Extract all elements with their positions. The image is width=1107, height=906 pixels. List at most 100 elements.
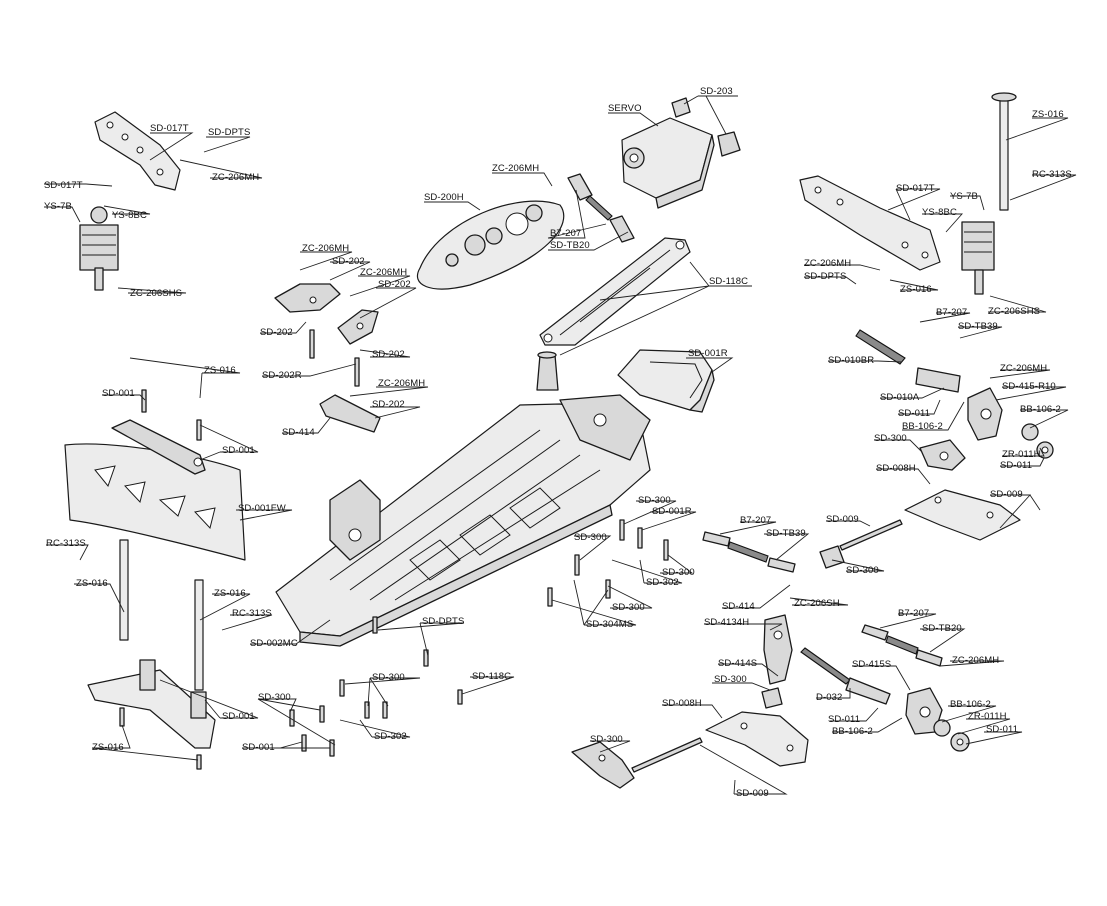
label-sd009: SD-009 (826, 514, 859, 525)
leader-lines (44, 95, 1077, 795)
label-zs016: ZS-016 (204, 365, 236, 376)
label-sd008h: SD-008H (876, 463, 916, 474)
label-sd300: SD-300 (612, 602, 645, 613)
label-sd001: SD-001 (222, 711, 255, 722)
label-sdtb20: SD-TB20 (550, 240, 590, 251)
label-zr011h: ZR-011H (1002, 449, 1041, 460)
label-sd202: SD-202 (260, 327, 293, 338)
label-zs016: ZS-016 (92, 742, 124, 753)
label-zs016: ZS-016 (1032, 109, 1064, 120)
label-zc206mh: ZC-206MH (492, 163, 539, 174)
front-hinge-block (571, 741, 635, 789)
lower-plate (87, 659, 216, 749)
label-sd300: SD-300 (874, 433, 907, 444)
label-sd415s: SD-415S (852, 659, 891, 670)
label-sd017t: SD-017T (150, 123, 189, 134)
label-sd300: SD-300 (714, 674, 747, 685)
servo (621, 117, 715, 209)
label-ys8bc: YS-8BC (112, 210, 147, 221)
label-zs016: ZS-016 (900, 284, 932, 295)
label-sd001r: SD-001R (688, 348, 728, 359)
label-zc206mh: ZC-206MH (378, 378, 425, 389)
front-knuckle (763, 614, 793, 685)
label-sd010br: SD-010BR (828, 355, 874, 366)
label-sd414: SD-414 (282, 427, 315, 438)
label-rc313s: RC-313S (1032, 169, 1072, 180)
rear-hinge-pin (839, 519, 903, 551)
label-bb1062: BB-106-2 (832, 726, 873, 737)
rear-shock-tower (799, 175, 941, 271)
front-lower-arm (705, 711, 809, 767)
front-hinge-pin (631, 737, 703, 773)
label-ys8bc: YS-8BC (922, 207, 957, 218)
rear-right-post (991, 92, 1017, 211)
label-b7207: B7-207 (740, 515, 771, 526)
label-sd4134h: SD-4134H (704, 617, 749, 628)
labels: SERVO SD-203 ZC-206MH SD-200H B7-207 SD-… (44, 86, 1072, 799)
label-sd001fw: SD-001FW (238, 503, 286, 514)
label-zc206shs: ZC-206SHS (130, 288, 182, 299)
label-zc206mh: ZC-206MH (1000, 363, 1047, 374)
label-rc313s: RC-313S (46, 538, 86, 549)
label-b7207: B7-207 (898, 608, 929, 619)
label-sd001: SD-001 (222, 445, 255, 456)
label-sd011: SD-011 (898, 408, 930, 419)
label-sd300: SD-300 (372, 672, 405, 683)
label-zs016: ZS-016 (76, 578, 108, 589)
label-sd202: SD-202 (372, 399, 405, 410)
rear-hinge-block-small (819, 545, 845, 569)
label-sd017t: SD-017T (896, 183, 935, 194)
label-sdtb39: SD-TB39 (766, 528, 806, 539)
label-zc206mh: ZC-206MH (804, 258, 851, 269)
label-zc206mh: ZC-206MH (302, 243, 349, 254)
label-sd008h: SD-008H (662, 698, 702, 709)
label-servo: SERVO (608, 103, 642, 114)
label-zc206mh: ZC-206MH (952, 655, 999, 666)
bellcrank-assembly (274, 283, 381, 433)
front-hinge-block-small (761, 687, 783, 709)
label-bb1062: BB-106-2 (902, 421, 943, 432)
label-sddpts: SD-DPTS (804, 271, 846, 282)
label-sd001: SD-001 (242, 742, 275, 753)
servo-saver-sd200h (416, 200, 565, 290)
label-zc206shs: ZC-206SHS (988, 306, 1040, 317)
rear-lower-arm (904, 489, 1021, 541)
label-sd300: SD-300 (638, 495, 671, 506)
label-bb1062: BB-106-2 (950, 699, 991, 710)
front-drive-axle (800, 647, 891, 705)
left-posts (119, 539, 204, 691)
label-bb1062: BB-106-2 (1020, 404, 1061, 415)
rear-support-sd001r (617, 349, 715, 413)
label-sd009: SD-009 (736, 788, 769, 799)
turnbuckle-top (567, 173, 635, 243)
label-sd300: SD-300 (590, 734, 623, 745)
label-b7207: B7-207 (550, 228, 581, 239)
label-ys7b: YS-7B (950, 191, 978, 202)
label-sd415r10: SD-415-R10 (1002, 381, 1056, 392)
label-sd414: SD-414 (722, 601, 755, 612)
label-sd304ms: SD-304MS (586, 619, 633, 630)
label-rc313s: RC-313S (232, 608, 272, 619)
label-sd302: SD-302 (646, 577, 679, 588)
label-sd202: SD-202 (332, 256, 365, 267)
label-sd118c: SD-118C (709, 276, 748, 287)
label-sd002mc: SD-002MC (250, 638, 298, 649)
label-zs016: ZS-016 (214, 588, 246, 599)
label-sd203: SD-203 (700, 86, 733, 97)
turnbuckle-middle (702, 531, 796, 573)
label-sd001: SD-001 (102, 388, 135, 399)
label-sd001r: SD-001R (652, 506, 692, 517)
label-sd300: SD-300 (574, 532, 607, 543)
front-bumper-sd001fw (64, 443, 246, 561)
label-ys7b: YS-7B (44, 201, 72, 212)
label-sd011: SD-011 (1000, 460, 1032, 471)
label-zc206mh: ZC-206MH (360, 267, 407, 278)
label-sd202: SD-202 (372, 349, 405, 360)
label-zr011h: ZR-011H (968, 711, 1007, 722)
screws (119, 329, 669, 770)
front-shock-tower (94, 111, 181, 191)
label-sd009: SD-009 (990, 489, 1023, 500)
label-sd300: SD-300 (846, 565, 879, 576)
rear-hub-parts (1021, 423, 1054, 459)
